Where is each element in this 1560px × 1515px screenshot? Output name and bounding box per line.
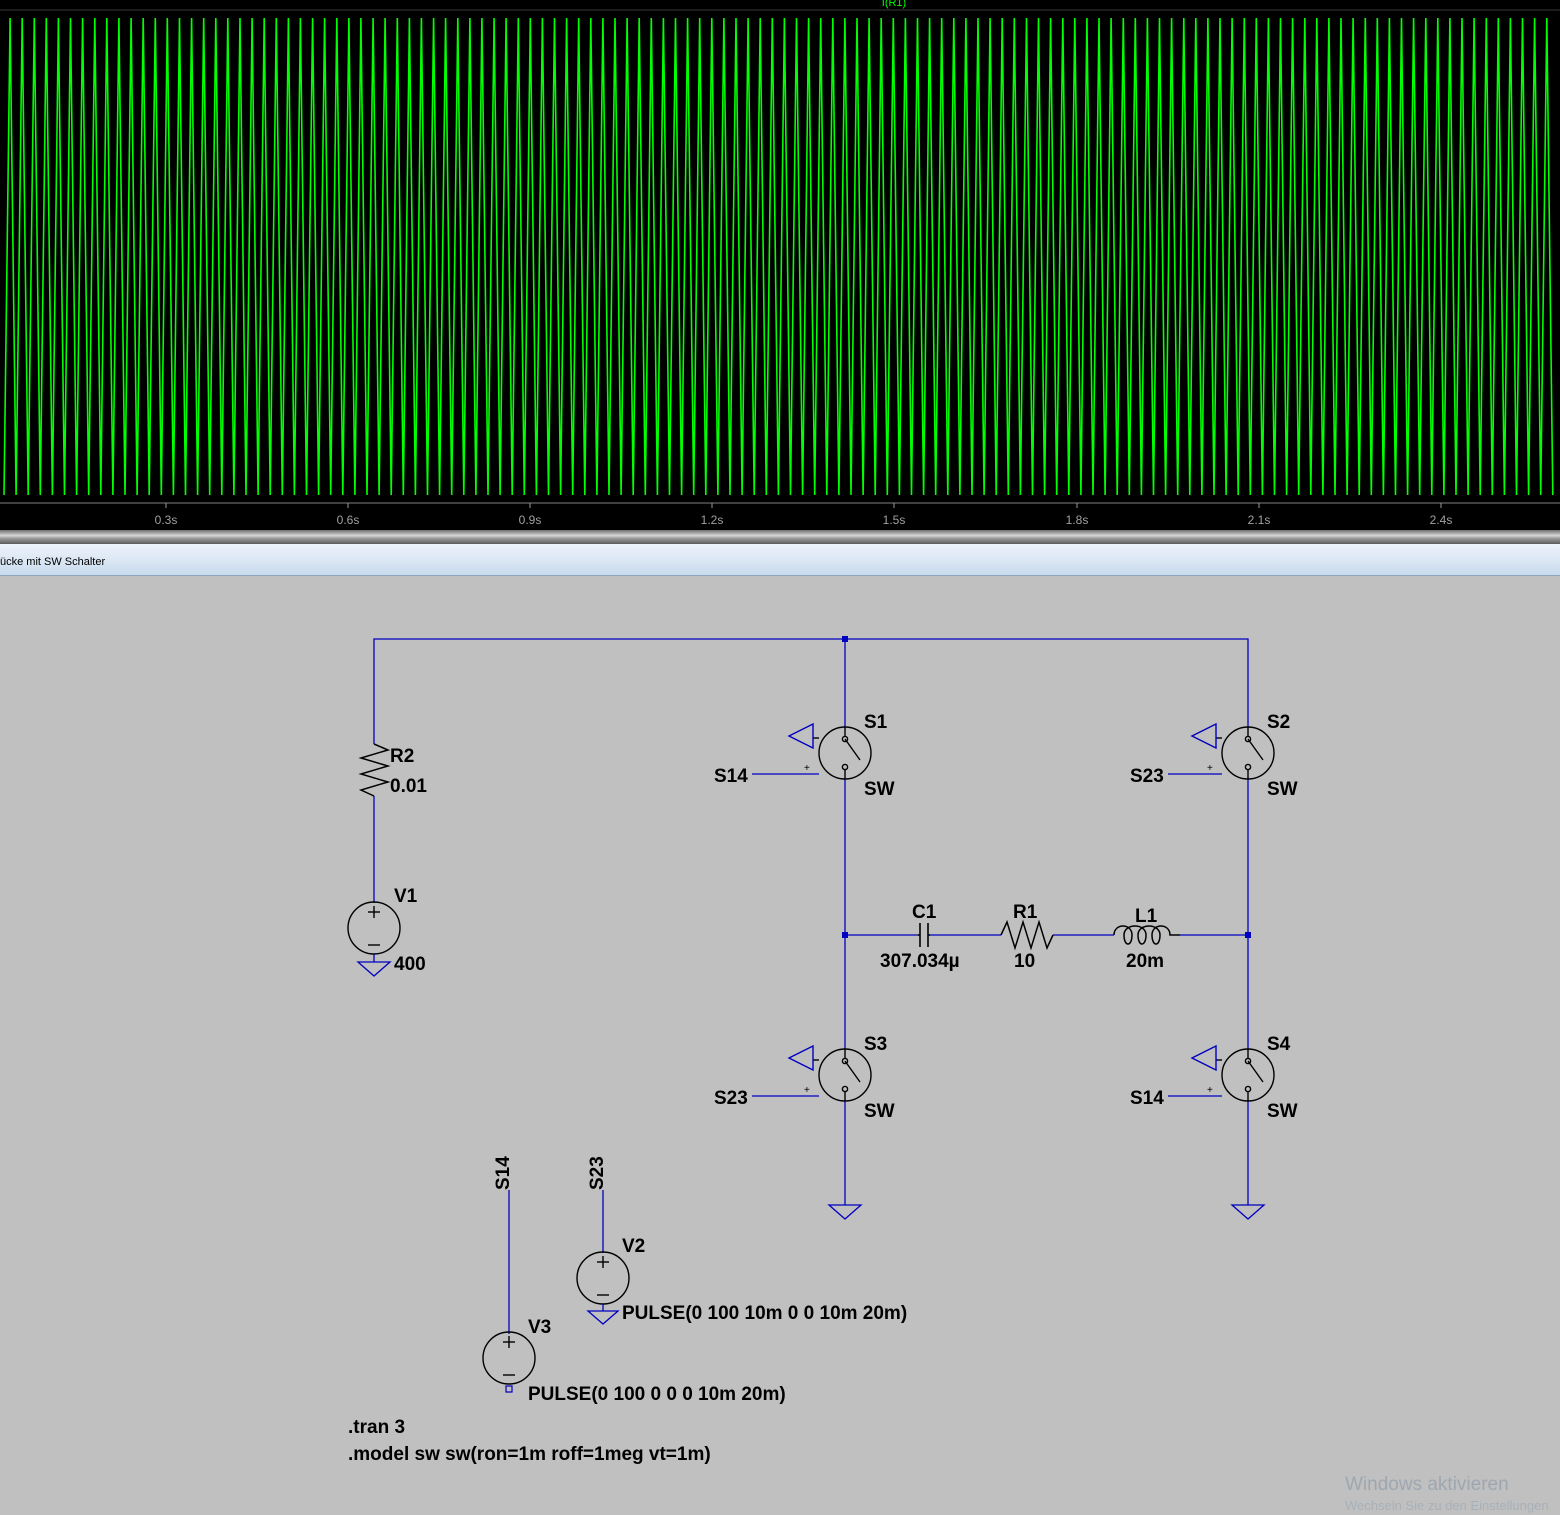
v2-value[interactable]: PULSE(0 100 10m 0 0 10m 20m)	[622, 1303, 907, 1324]
x-tick-label: 2.1s	[1248, 513, 1271, 527]
wires	[373, 638, 1249, 1334]
activation-watermark-title: Windows aktivieren	[1345, 1474, 1509, 1495]
ground-icon	[827, 1204, 863, 1220]
resistor-r1-symbol[interactable]	[1000, 919, 1054, 951]
trace-label[interactable]: I(R1)	[882, 0, 906, 9]
r1-name[interactable]: R1	[1013, 902, 1038, 923]
window-title: ücke mit SW Schalter	[0, 556, 106, 568]
s3-control-net[interactable]: S23	[714, 1088, 748, 1109]
s2-name[interactable]: S2	[1267, 712, 1290, 733]
s1-name[interactable]: S1	[864, 712, 888, 733]
r2-name[interactable]: R2	[390, 746, 414, 767]
x-tick-label: 0.9s	[519, 513, 542, 527]
svg-text:+: +	[1207, 763, 1213, 774]
ground-icon	[586, 1304, 620, 1325]
s1-control-net[interactable]: S14	[714, 766, 748, 787]
v3-floating-terminal	[505, 1385, 513, 1393]
v2-net-label[interactable]: S23	[587, 1156, 608, 1190]
spice-directive-tran[interactable]: .tran 3	[348, 1417, 405, 1438]
ground-icon	[1230, 1204, 1266, 1220]
svg-text:+: +	[804, 763, 810, 774]
s4-control-net[interactable]: S14	[1130, 1088, 1164, 1109]
x-tick-label: 1.5s	[883, 513, 906, 527]
l1-name[interactable]: L1	[1135, 906, 1158, 927]
junction-dots	[842, 636, 1251, 938]
c1-value[interactable]: 307.034µ	[880, 951, 960, 972]
voltage-source-v1-symbol[interactable]	[347, 901, 401, 955]
x-tick-label: 1.2s	[701, 513, 724, 527]
s4-name[interactable]: S4	[1267, 1034, 1291, 1055]
resistor-r2-symbol[interactable]	[358, 743, 391, 797]
r1-value[interactable]: 10	[1014, 951, 1035, 972]
schematic-canvas[interactable]: R2 0.01 V1 400 + S1 SW S14	[0, 576, 1560, 1515]
switch-s1-symbol[interactable]	[787, 722, 872, 780]
v3-value[interactable]: PULSE(0 100 0 0 0 10m 20m)	[528, 1384, 786, 1405]
switch-s2-symbol[interactable]	[1190, 722, 1275, 780]
v1-value[interactable]: 400	[394, 954, 426, 975]
s4-model[interactable]: SW	[1267, 1101, 1298, 1122]
v3-name[interactable]: V3	[528, 1317, 551, 1338]
capacitor-c1-symbol[interactable]	[918, 923, 930, 947]
activation-watermark-subtitle: Wechseln Sie zu den Einstellungen	[1345, 1498, 1549, 1513]
voltage-source-v2-symbol[interactable]	[576, 1251, 630, 1305]
r2-value[interactable]: 0.01	[390, 776, 427, 797]
s2-model[interactable]: SW	[1267, 779, 1298, 800]
v2-name[interactable]: V2	[622, 1236, 645, 1257]
v3-net-label[interactable]: S14	[493, 1156, 514, 1190]
v1-name[interactable]: V1	[394, 886, 418, 907]
pane-splitter[interactable]	[0, 530, 1560, 544]
l1-value[interactable]: 20m	[1126, 951, 1164, 972]
s3-model[interactable]: SW	[864, 1101, 895, 1122]
s3-name[interactable]: S3	[864, 1034, 887, 1055]
trace-i-r1[interactable]	[3, 17, 1554, 496]
waveform-pane[interactable]: I(R1) 0.3s 0.6s 0.9s 1.2s 1.5s 1.8s 2.1s 2.4s	[0, 0, 1560, 530]
s1-model[interactable]: SW	[864, 779, 895, 800]
voltage-source-v3-symbol[interactable]	[482, 1331, 536, 1385]
inductor-l1-symbol[interactable]	[1113, 925, 1180, 945]
x-tick-label: 0.3s	[155, 513, 178, 527]
x-tick-label: 2.4s	[1430, 513, 1453, 527]
switch-s4-symbol[interactable]	[1190, 1044, 1275, 1102]
svg-text:+: +	[1207, 1085, 1213, 1096]
svg-text:+: +	[804, 1085, 810, 1096]
switch-s3-symbol[interactable]	[787, 1044, 872, 1102]
c1-name[interactable]: C1	[912, 902, 937, 923]
spice-directive-model[interactable]: .model sw sw(ron=1m roff=1meg vt=1m)	[348, 1444, 711, 1465]
x-tick-label: 1.8s	[1066, 513, 1089, 527]
ground-icon	[356, 954, 392, 977]
schematic-window-titlebar[interactable]: ücke mit SW Schalter	[0, 544, 1560, 576]
x-tick-label: 0.6s	[337, 513, 360, 527]
waveform-plot[interactable]: I(R1) 0.3s 0.6s 0.9s 1.2s 1.5s 1.8s 2.1s 2.4s	[0, 0, 1560, 530]
x-axis-ticks: 0.3s 0.6s 0.9s 1.2s 1.5s 1.8s 2.1s 2.4s	[155, 503, 1453, 527]
schematic-drawing[interactable]: R2 0.01 V1 400 + S1 SW S14	[0, 576, 1560, 1515]
s2-control-net[interactable]: S23	[1130, 766, 1164, 787]
